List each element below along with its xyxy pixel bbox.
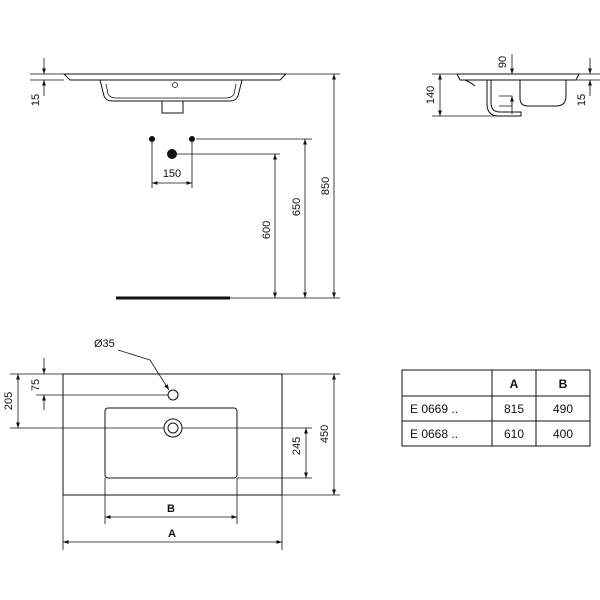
tap-hole-right [189,136,195,142]
table-header-a: A [510,377,519,391]
side-slab [456,73,580,81]
dim-205: 205 [3,392,15,410]
waste-stub [161,101,184,114]
side-siphon [486,80,522,117]
table-row-2-a: 610 [504,427,524,441]
dim-top-thickness: 15 [30,94,42,106]
plan-tap-hole [167,389,179,401]
side-elevation: 90 140 15 [425,54,600,117]
dim-450: 450 [319,425,331,443]
dim-850: 850 [320,177,332,195]
dim-650: 650 [291,198,303,216]
overflow-mark [172,82,178,88]
front-elevation: 15 150 600 650 850 [30,58,340,300]
dim-b: B [167,503,175,515]
dim-side-15: 15 [576,94,588,106]
table-row-1-b: 490 [553,402,573,416]
dim-90: 90 [497,56,509,68]
dim-tap-spacing: 150 [163,168,181,180]
plan-view: Ø35 75 205 245 450 B A [3,338,340,550]
dim-600: 600 [261,221,273,239]
dim-75: 75 [30,379,42,391]
plan-outline [62,373,283,496]
basin-top-slab [62,73,288,81]
basin-bowl [99,79,243,102]
tap-hole-left [149,136,155,142]
plan-drain-inner [167,422,179,434]
dim-hole-diameter: Ø35 [94,338,115,350]
dim-140: 140 [425,86,437,104]
table-row-2-b: 400 [553,427,573,441]
plan-bowl [104,407,238,479]
dim-a: A [168,528,176,540]
table-row-1-model: E 0669 .. [410,402,458,416]
size-table: A B E 0669 .. 815 490 E 0668 .. 610 400 [401,369,591,447]
plan-drain-outer [163,418,183,438]
table-row-2-model: E 0668 .. [410,427,458,441]
table-row-1-a: 815 [504,402,524,416]
tap-hole-center [167,149,177,159]
dim-245: 245 [291,437,303,455]
table-header-b: B [559,377,568,391]
